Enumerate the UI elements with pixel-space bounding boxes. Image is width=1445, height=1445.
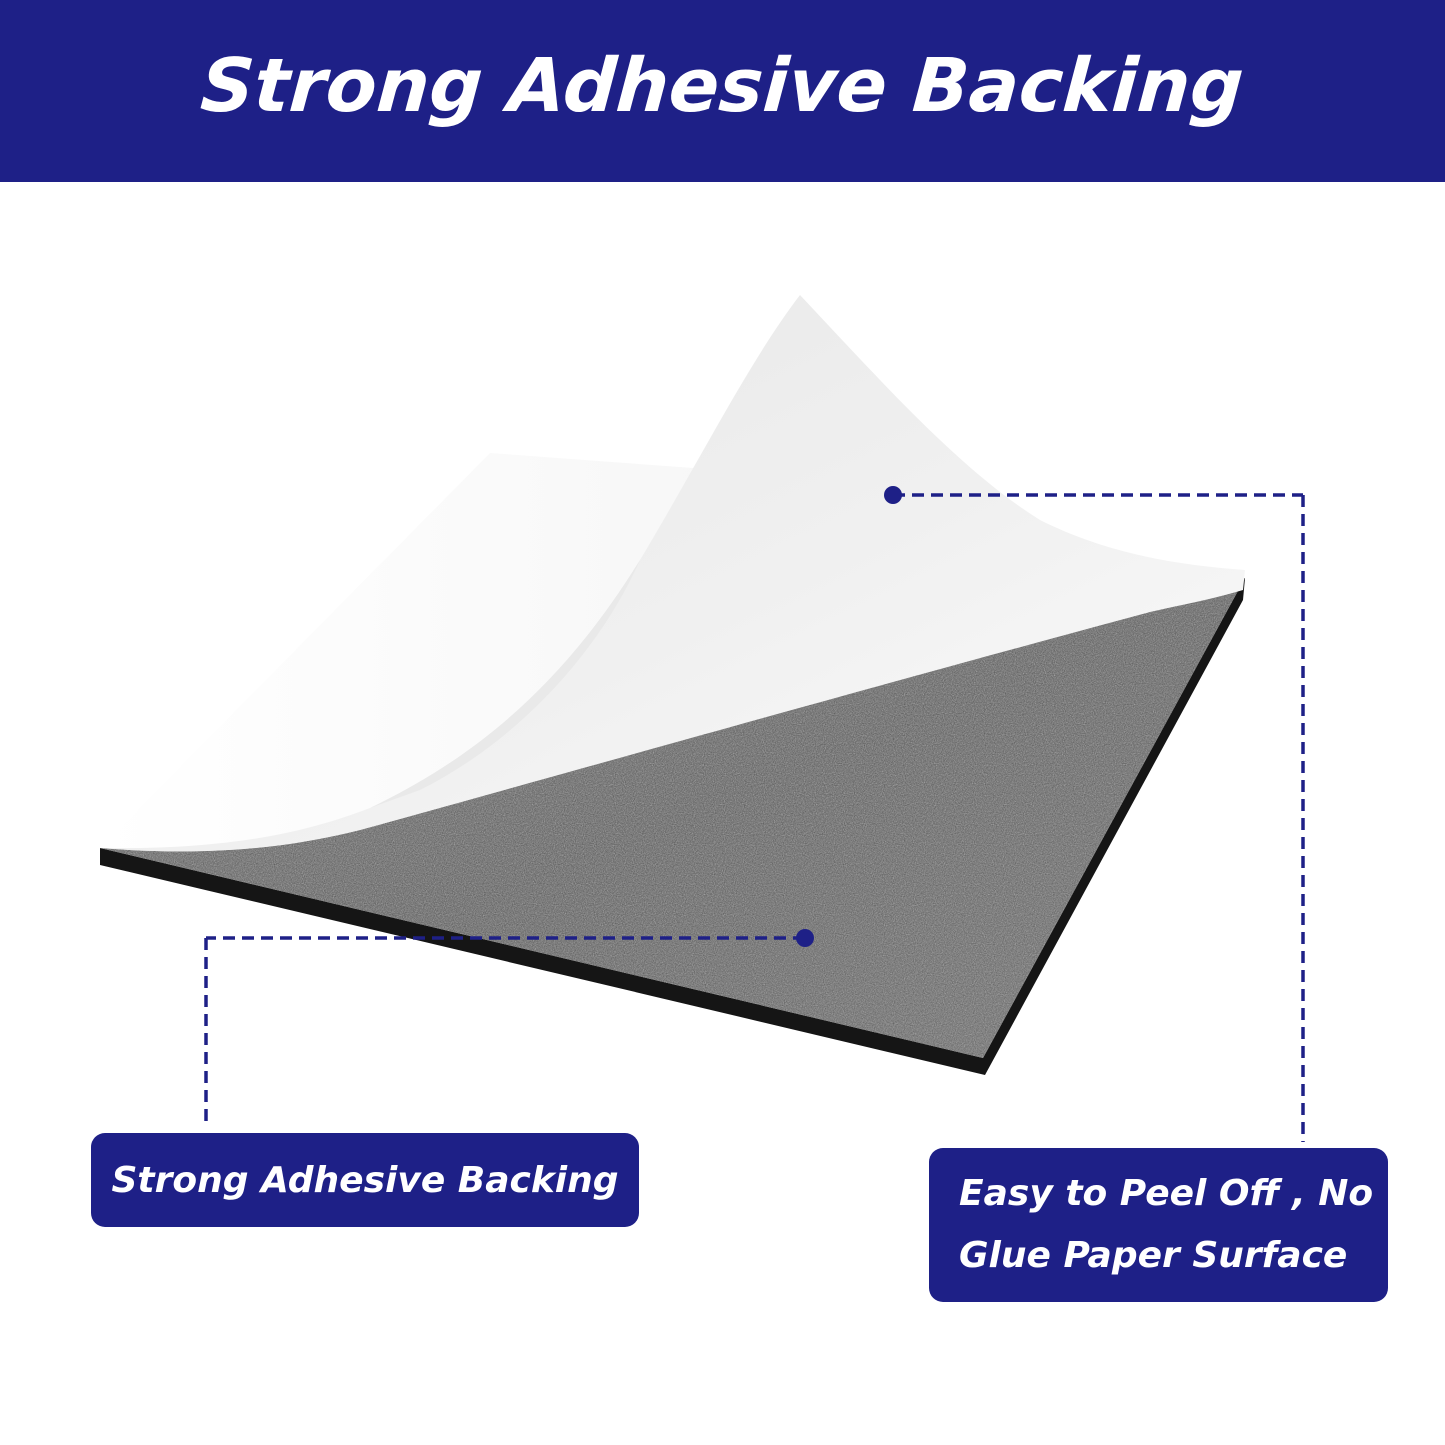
callout-dot-adhesive [796, 929, 814, 947]
peeled-release-paper [100, 295, 1245, 852]
callout-label-adhesive: Strong Adhesive Backing [91, 1133, 639, 1227]
callout-text-line-1: Easy to Peel Off , No [959, 1173, 1374, 1214]
callout-connector-peel [884, 486, 1305, 1142]
callout-connector-adhesive [204, 929, 814, 1125]
header-banner: Strong Adhesive Backing [0, 0, 1445, 182]
flat-backing-paper [100, 453, 720, 850]
callout-text: Strong Adhesive Backing [111, 1159, 619, 1201]
callout-dot-peel [884, 486, 902, 504]
felt-surface [100, 578, 1245, 1058]
callout-label-peel: Easy to Peel Off , No Glue Paper Surface [929, 1148, 1388, 1302]
callout-text-line-2: Glue Paper Surface [959, 1235, 1348, 1276]
